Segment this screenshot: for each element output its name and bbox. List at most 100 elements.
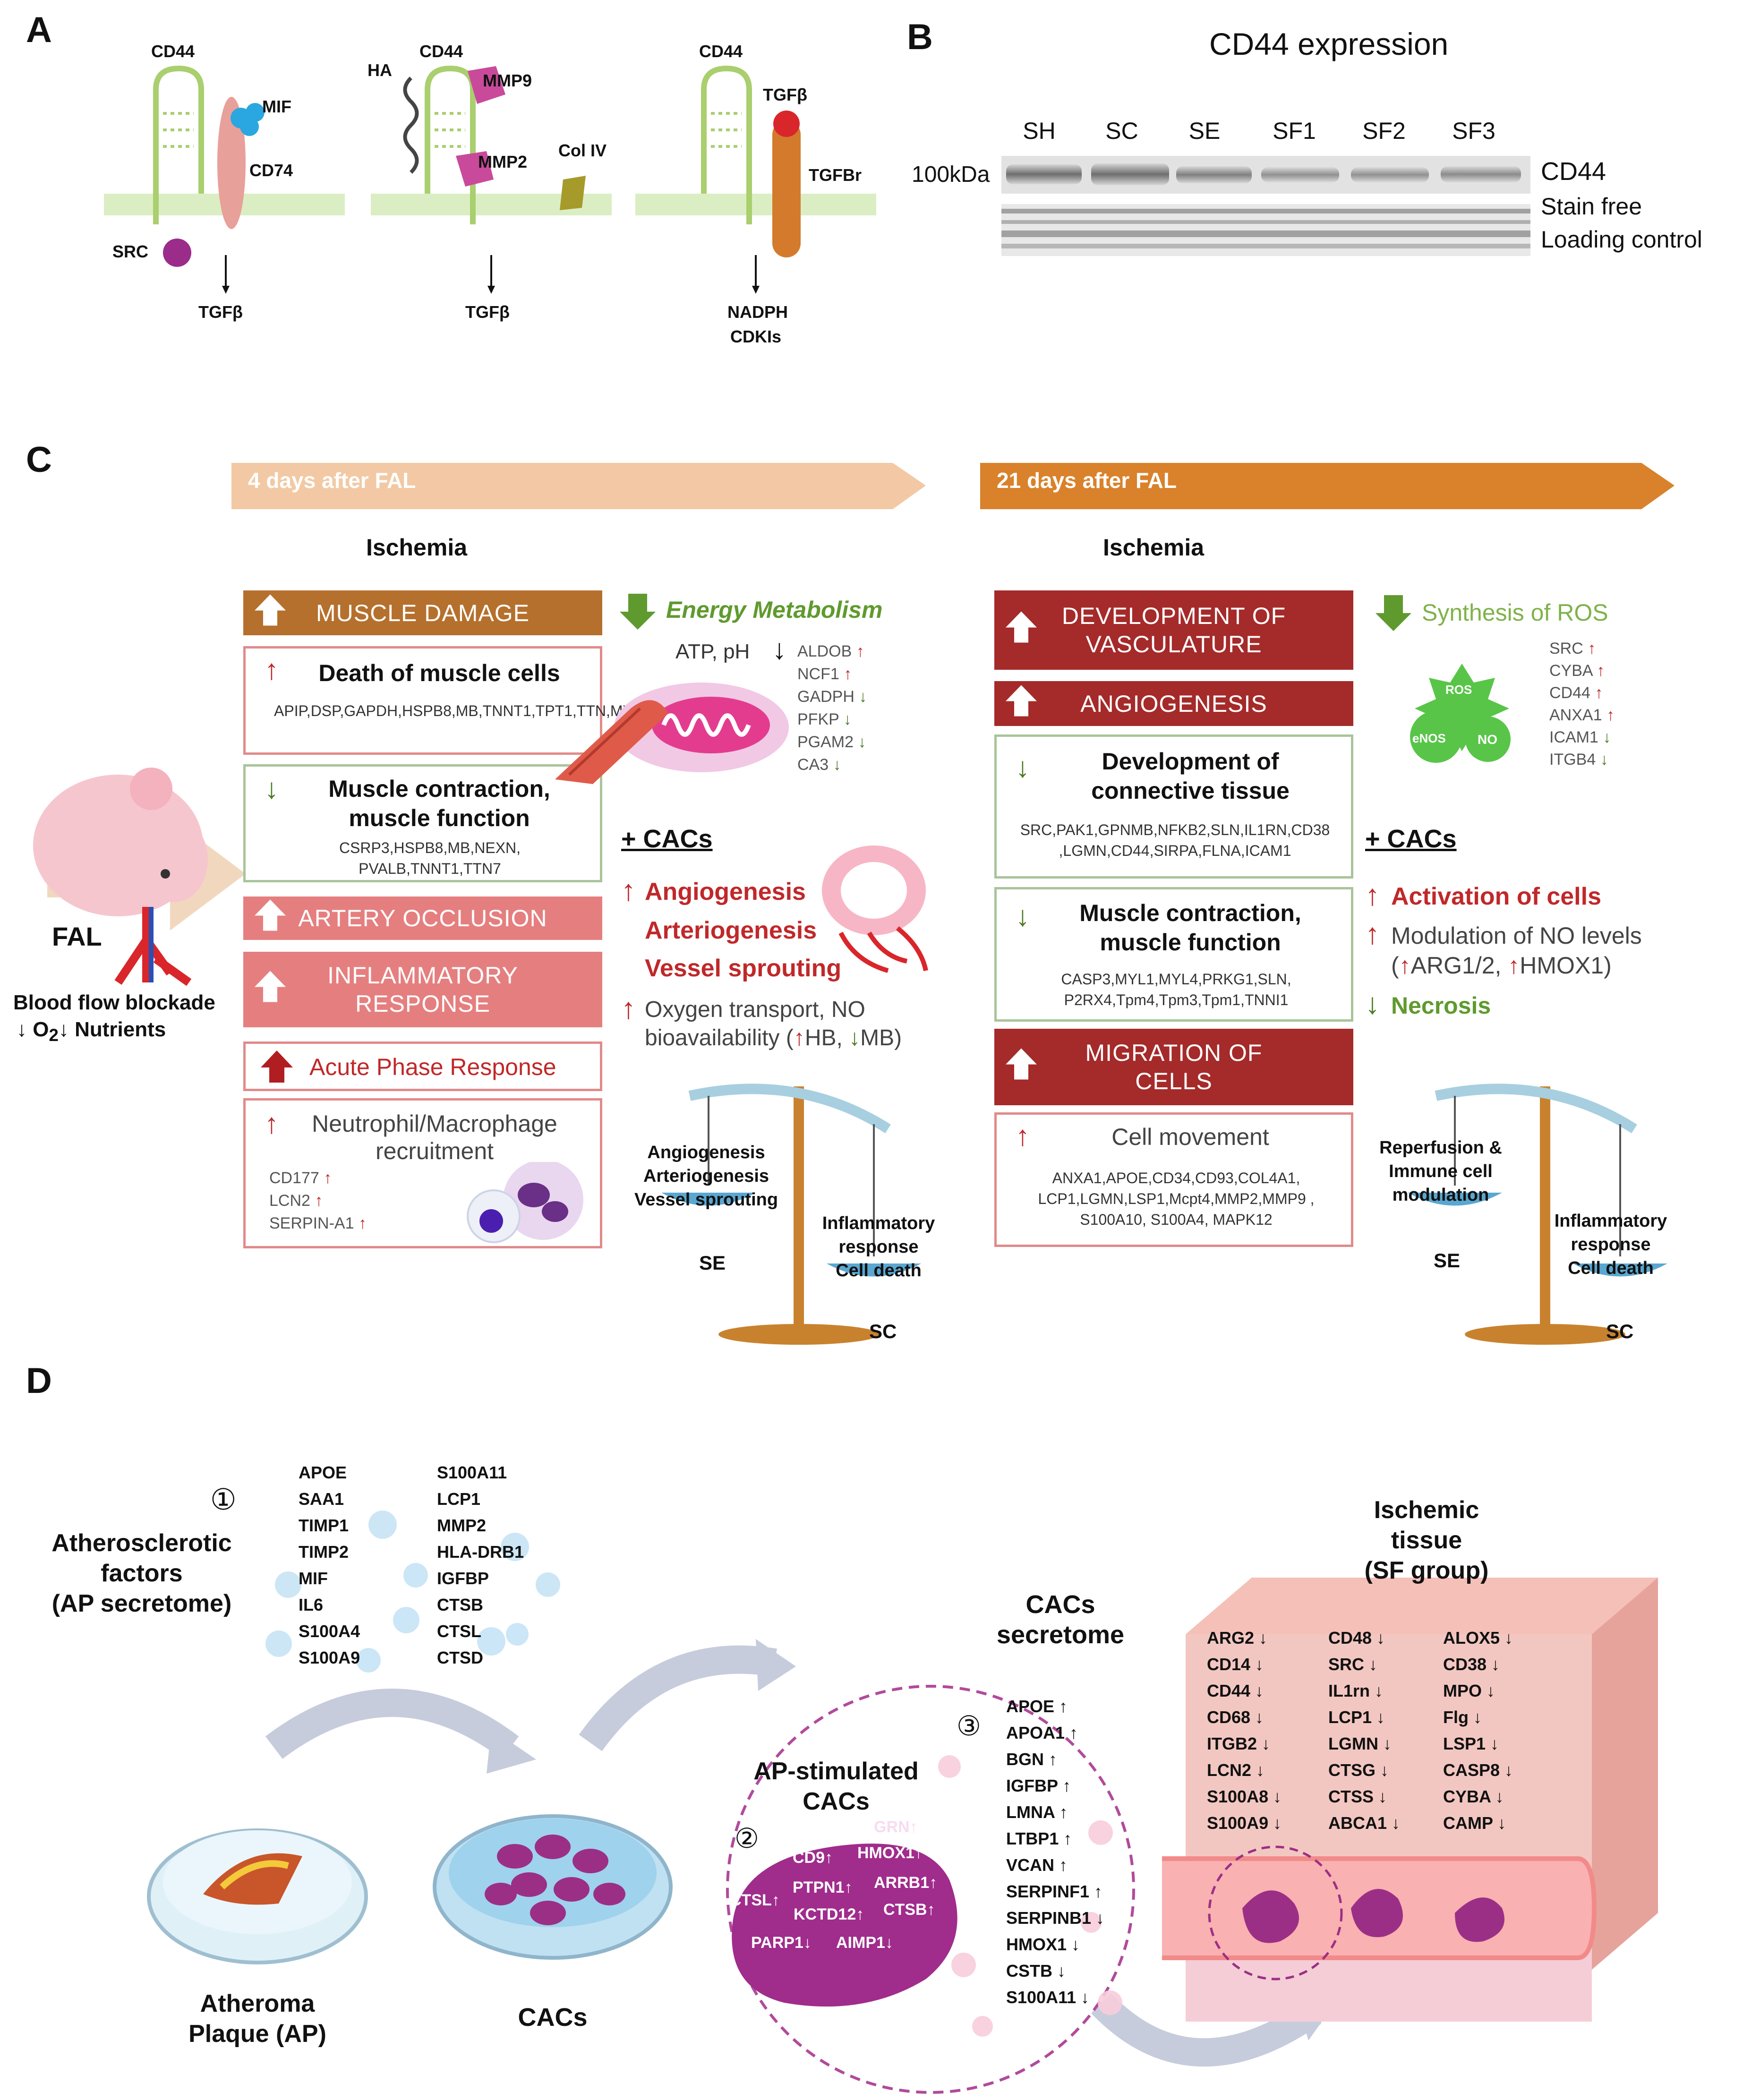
col-iv-label: Col IV xyxy=(558,141,607,160)
up-arrow-icon: ↑ xyxy=(1365,918,1380,950)
membrane-3 xyxy=(635,194,876,215)
up-arrow-icon xyxy=(1005,1048,1038,1087)
up-arrow-icon xyxy=(254,970,287,1009)
scale-right-left-label-3: modulation xyxy=(1392,1185,1489,1205)
ap-stimulated-label-1: AP-stimulated xyxy=(753,1758,919,1785)
gene-item: CD68 ↓ xyxy=(1207,1707,1264,1727)
muscle-damage-header: MUSCLE DAMAGE xyxy=(243,590,602,635)
gene-item: MPO ↓ xyxy=(1443,1681,1495,1700)
gene-item: PGAM2 ↓ xyxy=(797,733,866,751)
death-genes: APIP,DSP,GAPDH,HSPB8,MB,TNNT1,TPT1,TTN,M… xyxy=(274,702,652,719)
oxygen-transport-label: Oxygen transport, NO xyxy=(645,997,865,1022)
gene-item: IGFBP ↑ xyxy=(1006,1776,1071,1795)
up-arrow-icon xyxy=(254,899,287,938)
bioavailability-label: bioavailability (↑HB, ↓MB) xyxy=(645,1025,902,1050)
gene-item: CD44 ↑ xyxy=(1549,684,1603,702)
mif-icon xyxy=(231,103,265,136)
activation-cells-label: Activation of cells xyxy=(1391,883,1601,910)
gene-item: GRN↑ xyxy=(874,1818,918,1836)
step-3-marker: ③ xyxy=(957,1711,981,1741)
cd74-shape xyxy=(217,97,246,229)
panel-label-d: D xyxy=(26,1361,52,1401)
scale-right-label-1: Inflammatory xyxy=(822,1213,935,1233)
ros-enos-no-illustration xyxy=(1410,664,1511,763)
gene-item: CD177 ↑ xyxy=(269,1169,332,1187)
necrosis-label: Necrosis xyxy=(1391,992,1491,1019)
header-text: ARTERY OCCLUSION xyxy=(298,905,547,931)
sc-label-right: SC xyxy=(1606,1320,1634,1342)
muscle-contraction-box-left: ↓ Muscle contraction, muscle function CS… xyxy=(243,764,602,882)
vessel-illustration xyxy=(822,845,928,973)
gene-item: HMOX1↑ xyxy=(857,1844,923,1862)
gene-item: HLA-DRB1 xyxy=(437,1542,524,1562)
cd74-label: CD74 xyxy=(249,161,293,180)
gene-item: SERPIN-A1 ↑ xyxy=(269,1214,367,1232)
neutrophil-text-2: recruitment xyxy=(375,1138,494,1164)
scale-right-right-label-3: Cell death xyxy=(1568,1258,1654,1278)
gene-item: KCTD12↑ xyxy=(794,1905,864,1923)
down-arrow-icon-atp: ↓ xyxy=(772,633,786,665)
gene-item: PTPN1↑ xyxy=(793,1878,853,1896)
lane-label: SF2 xyxy=(1362,118,1406,144)
scale-right-left-label-1: Reperfusion & xyxy=(1379,1138,1502,1158)
ap-stimulated-label-2: CACs xyxy=(803,1788,870,1815)
gene-item: ALDOB ↑ xyxy=(797,642,864,660)
atherosclerotic-label-1: Atherosclerotic xyxy=(51,1529,232,1557)
scale-right-right-label-2: response xyxy=(1571,1235,1651,1255)
gene-item: NCF1 ↑ xyxy=(797,665,852,683)
cacs-label-left: + CACs xyxy=(621,825,713,853)
se-label-left: SE xyxy=(699,1252,726,1274)
gene-item: VCAN ↑ xyxy=(1006,1855,1068,1875)
cd44-band-label: CD44 xyxy=(1541,157,1606,186)
vessel-sprouting-label: Vessel sprouting xyxy=(645,955,842,982)
header-text: ANGIOGENESIS xyxy=(1080,690,1267,717)
ischemia-label-left: Ischemia xyxy=(366,534,468,561)
gene-item: S100A4 xyxy=(299,1622,360,1641)
gene-item: ICAM1 ↓ xyxy=(1549,728,1611,746)
secretome-bubbles xyxy=(265,1511,560,1673)
down-arrow-icon-energy xyxy=(619,593,657,633)
gene-item: LCN2 ↓ xyxy=(1207,1760,1265,1780)
tgfb-output-1: TGFβ xyxy=(198,302,243,322)
up-arrow-icon: ↑ xyxy=(621,874,636,907)
scale-right-label-3: Cell death xyxy=(836,1261,922,1280)
header-text: MUSCLE DAMAGE xyxy=(316,599,530,626)
header-text: RESPONSE xyxy=(355,990,490,1017)
lane-label: SC xyxy=(1105,118,1138,144)
o2-subscript: 2 xyxy=(49,1025,59,1045)
gene-item: CD38 ↓ xyxy=(1443,1655,1500,1674)
gene-item: IL1rn ↓ xyxy=(1328,1681,1384,1700)
energy-gene-list: ALDOB ↑ NCF1 ↑ GADPH ↓ PFKP ↓ PGAM2 ↓ CA… xyxy=(797,640,867,776)
panel-label-c: C xyxy=(26,440,52,480)
gene-item: CAMP ↓ xyxy=(1443,1813,1506,1833)
panel-a-diagram xyxy=(104,65,876,294)
gene-item: CD44 ↓ xyxy=(1207,1681,1264,1700)
acute-phase-text: Acute Phase Response xyxy=(309,1054,556,1080)
cd44-bands xyxy=(1006,163,1521,185)
connective-genes: SRC,PAK1,GPNMB,NFKB2,SLN,IL1RN,CD38 ,LGM… xyxy=(1020,821,1330,859)
gene-item: S100A9 xyxy=(299,1648,360,1667)
contraction-title-2: muscle function xyxy=(349,805,530,831)
panel-label-b: B xyxy=(907,17,933,57)
balance-scale-right xyxy=(1408,1084,1667,1345)
balance-scale-left xyxy=(661,1084,921,1345)
col-iv-icon xyxy=(560,176,586,210)
ischemic-tissue-label-1: Ischemic xyxy=(1374,1496,1479,1524)
up-arrow-icon xyxy=(260,1050,294,1086)
gene-item: AIMP1↓ xyxy=(836,1934,893,1952)
up-arrow-icon: ↑ xyxy=(265,1108,279,1139)
scale-left-label-3: Vessel sprouting xyxy=(634,1190,778,1210)
gene-item: CTSL xyxy=(437,1622,481,1641)
tgfbr-label: TGFBr xyxy=(809,165,862,185)
gene-item: APOE ↑ xyxy=(1006,1697,1068,1716)
banner-21-days-label: 21 days after FAL xyxy=(997,468,1177,493)
gene-item: SRC ↑ xyxy=(1549,640,1596,657)
up-arrow-icon: ↑ xyxy=(265,654,279,685)
lane-label: SF3 xyxy=(1452,118,1495,144)
tgfb-ligand-label: TGFβ xyxy=(763,85,807,104)
synthesis-ros-label: Synthesis of ROS xyxy=(1422,599,1608,626)
ha-chain-icon xyxy=(403,77,419,174)
down-arrow-icon: ↓ xyxy=(1016,900,1030,932)
gene-item: CTSS ↓ xyxy=(1328,1787,1387,1806)
death-muscle-cells-box: ↑ Death of muscle cells APIP,DSP,GAPDH,H… xyxy=(243,646,652,755)
